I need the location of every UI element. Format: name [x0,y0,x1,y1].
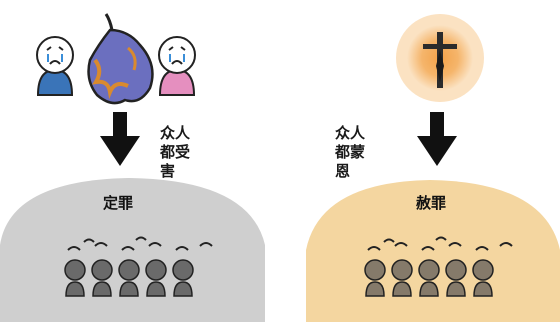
right-caption: 众人都蒙恩 [335,124,366,180]
left-caption: 众人都受害 [160,124,191,180]
right-panel [306,14,560,322]
condemned-crowd-icon [64,236,213,297]
right-dome-label: 赦罪 [416,194,447,212]
pardoned-crowd-icon [364,236,513,297]
crucifix-halo-icon [396,14,484,102]
condemned-dome [0,178,265,322]
left-dome-label: 定罪 [103,194,134,212]
rotten-fruit-icon [87,13,154,105]
down-arrow-icon [417,112,457,166]
down-arrow-icon [100,112,140,166]
crying-boy-icon [36,36,74,96]
crying-girl-icon [158,36,196,96]
left-panel [0,13,265,322]
